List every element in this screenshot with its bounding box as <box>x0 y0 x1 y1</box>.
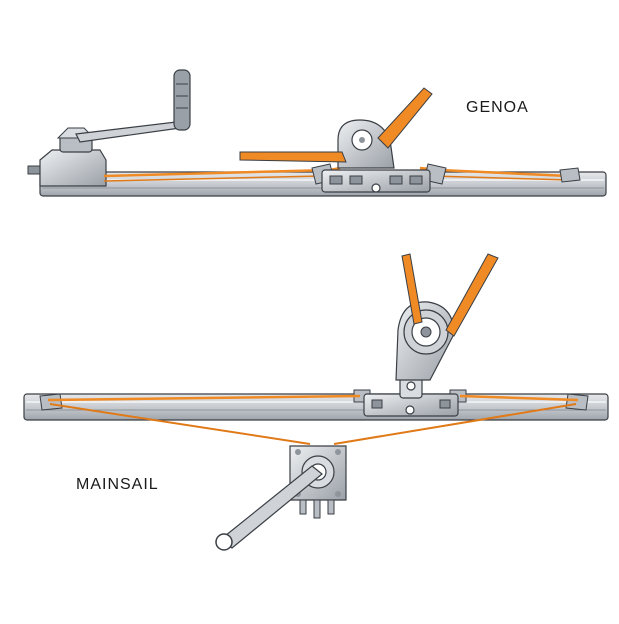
genoa-system <box>27 69 607 197</box>
mainsail-control-line <box>47 394 361 402</box>
mainsail-traveler-car <box>363 375 459 417</box>
winch-handle-icon <box>215 533 233 551</box>
mainsail-system <box>23 253 609 551</box>
mainsail-sheave-block <box>395 301 455 381</box>
mainsail-winch <box>215 445 347 551</box>
mainsheet <box>401 253 423 325</box>
genoa-sheet <box>239 151 347 163</box>
genoa-label: GENOA <box>466 99 529 116</box>
genoa-traveler-car <box>321 169 431 193</box>
genoa-winch <box>27 69 191 187</box>
winch-handle-icon <box>173 69 191 131</box>
mainsail-label: MAINSAIL <box>76 476 159 493</box>
